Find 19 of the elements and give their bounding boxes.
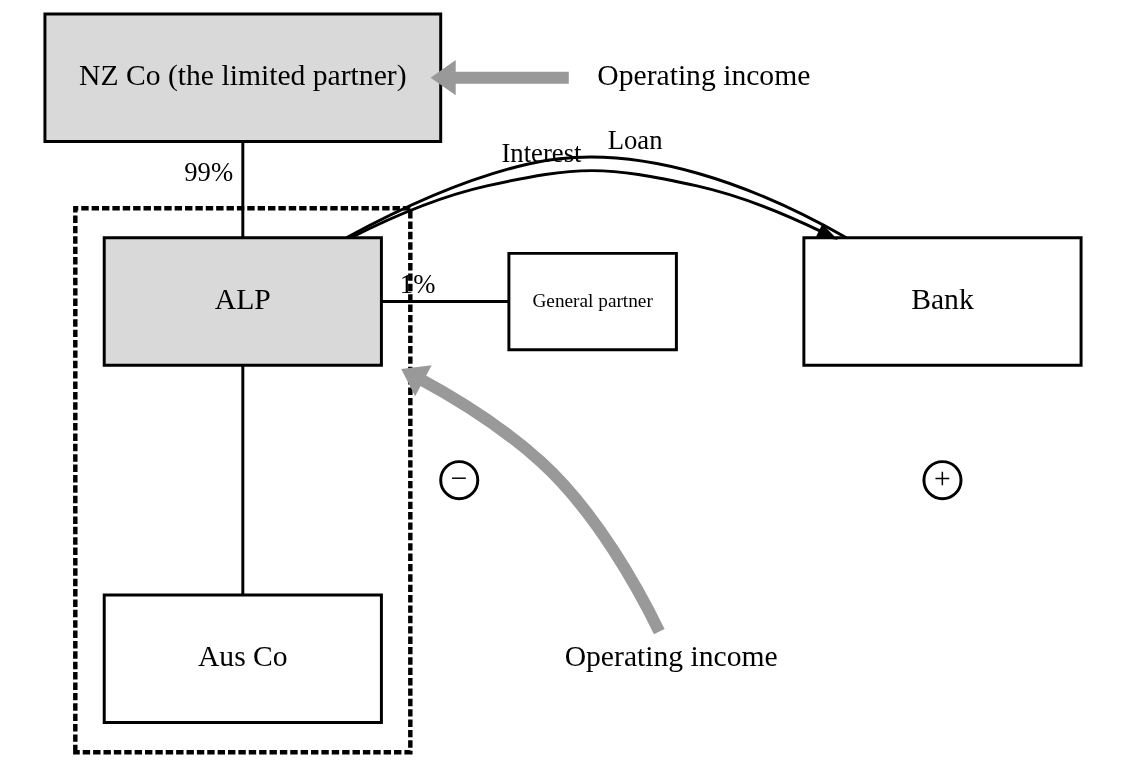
node-box: General partner	[507, 251, 678, 352]
edge-label: 99%	[184, 157, 234, 188]
connector	[381, 300, 509, 304]
arrow	[401, 365, 665, 635]
connector	[241, 365, 245, 595]
node-text: Operating income	[597, 59, 811, 92]
arrow	[350, 169, 838, 240]
edge-label: Loan	[607, 124, 663, 155]
node-text: Operating income	[564, 640, 778, 673]
connector	[346, 155, 848, 239]
node-circle: −	[439, 460, 480, 501]
node-box: Bank	[802, 236, 1083, 367]
arrow	[430, 60, 569, 96]
node-box: ALP	[102, 236, 383, 367]
node-circle: +	[922, 460, 963, 501]
edge-label: 1%	[399, 269, 436, 300]
node-box: Aus Co	[102, 593, 383, 724]
node-box: NZ Co (the limited partner)	[43, 12, 443, 143]
connector	[241, 141, 245, 238]
